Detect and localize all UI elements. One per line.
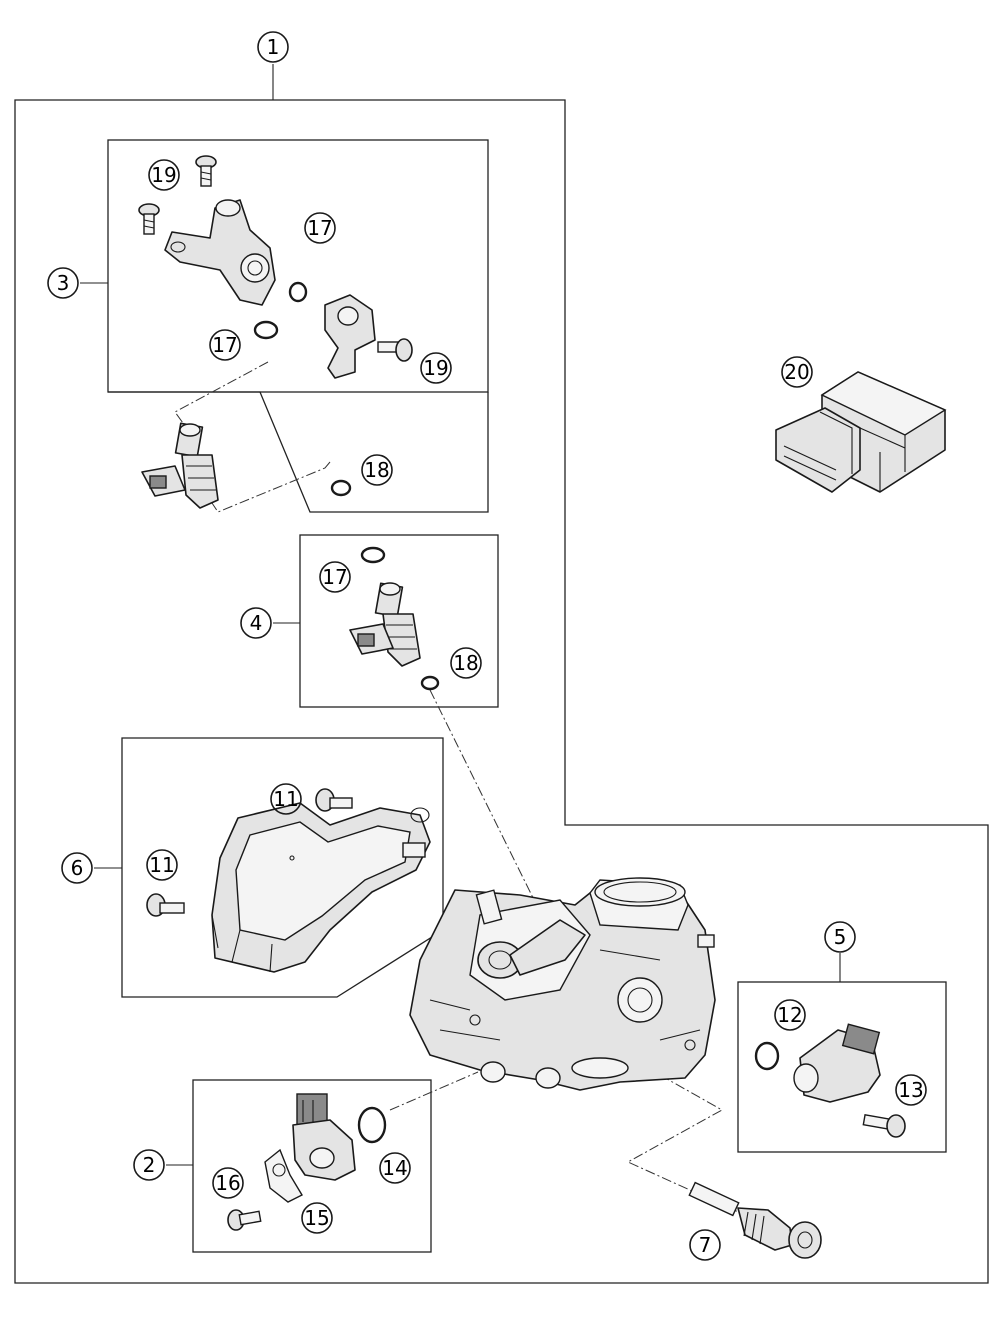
injector-3 (141, 422, 219, 509)
o-ring-18-group-4 (420, 675, 440, 691)
assembly-line-injector-3 (174, 361, 269, 431)
o-ring-14 (357, 1106, 387, 1144)
o-ring-17-lower (253, 320, 279, 340)
callout-15: 15 (301, 1202, 333, 1234)
throttle-sensor-2 (292, 1093, 356, 1181)
assembly-1-outline (14, 99, 989, 1284)
screw-19-top-b (138, 203, 160, 235)
fuel-rail-bracket (164, 199, 276, 306)
svg-text:11: 11 (273, 787, 298, 811)
svg-text:5: 5 (834, 925, 847, 949)
callout-14: 14 (379, 1152, 411, 1184)
callout-11-left: 11 (146, 849, 178, 881)
control-unit-20 (775, 371, 947, 493)
svg-text:15: 15 (304, 1206, 329, 1230)
callout-19-top: 19 (148, 159, 180, 191)
svg-text:20: 20 (784, 360, 809, 384)
screw-11-top (315, 788, 353, 812)
assembly-line-injector-4 (429, 689, 546, 923)
svg-text:13: 13 (898, 1078, 923, 1102)
group-box-5 (737, 981, 947, 1153)
callout-4: 4 (240, 607, 272, 639)
svg-text:3: 3 (57, 271, 70, 295)
screw-16 (227, 1209, 262, 1231)
svg-text:19: 19 (151, 163, 176, 187)
injector-4 (349, 582, 421, 667)
callout-11-top: 11 (270, 783, 302, 815)
o-ring-12 (754, 1041, 780, 1071)
callout-17-group-3-upper: 17 (304, 212, 336, 244)
fuel-connector-elbow (324, 294, 376, 379)
assembly-line-sensor-2 (389, 1071, 479, 1111)
svg-text:18: 18 (364, 458, 389, 482)
clamp-15 (264, 1148, 303, 1203)
svg-text:4: 4 (250, 611, 263, 635)
assembly-line-valve-7 (626, 1074, 746, 1216)
callout-3: 3 (47, 267, 79, 299)
screw-19-right (377, 338, 413, 362)
svg-text:11: 11 (149, 853, 174, 877)
callout-13: 13 (895, 1074, 927, 1106)
callout-20: 20 (781, 356, 813, 388)
assembly-line-o-ring-18 (209, 461, 331, 513)
svg-text:16: 16 (215, 1171, 240, 1195)
svg-text:17: 17 (322, 565, 347, 589)
svg-text:12: 12 (777, 1003, 802, 1027)
sensor-cover (211, 802, 431, 973)
svg-text:17: 17 (307, 216, 332, 240)
screw-11-left (146, 893, 185, 917)
svg-text:14: 14 (382, 1156, 407, 1180)
group-box-2 (192, 1079, 432, 1253)
callout-6: 6 (61, 852, 93, 884)
throttle-body (409, 877, 716, 1091)
svg-text:7: 7 (699, 1233, 712, 1257)
group-box-3 (107, 139, 489, 393)
callout-18-group-4: 18 (450, 647, 482, 679)
callout-7: 7 (689, 1229, 721, 1261)
o-ring-18-group-3 (330, 479, 352, 497)
callout-16: 16 (212, 1167, 244, 1199)
group-box-4 (299, 534, 499, 708)
group-box-3-extension (108, 391, 489, 513)
callout-12: 12 (774, 999, 806, 1031)
callout-1: 1 (257, 31, 289, 63)
callout-5: 5 (824, 921, 856, 953)
callout-2: 2 (133, 1149, 165, 1181)
callout-18-group-3: 18 (361, 454, 393, 486)
screw-19-top-a (195, 155, 217, 187)
group-box-6 (121, 737, 444, 998)
svg-text:6: 6 (71, 856, 84, 880)
callout-17-group-3-lower: 17 (209, 329, 241, 361)
o-ring-17-upper (288, 281, 308, 303)
svg-text:17: 17 (212, 333, 237, 357)
position-sensor-5 (793, 1023, 881, 1103)
svg-text:1: 1 (267, 35, 280, 59)
svg-text:19: 19 (423, 356, 448, 380)
svg-text:2: 2 (143, 1153, 156, 1177)
idle-valve-7 (688, 1181, 822, 1259)
callout-17-group-4: 17 (319, 561, 351, 593)
callout-19-right: 19 (420, 352, 452, 384)
svg-text:18: 18 (453, 651, 478, 675)
o-ring-17-group-4 (360, 546, 386, 564)
screw-13 (862, 1114, 906, 1138)
